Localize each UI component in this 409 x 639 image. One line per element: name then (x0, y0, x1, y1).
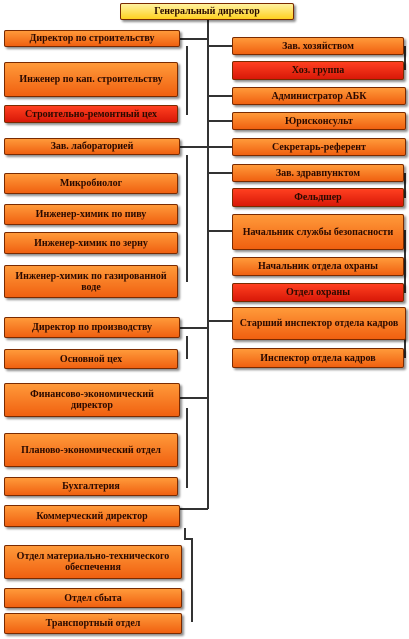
connector-production (179, 327, 208, 329)
connector-construction (179, 38, 208, 40)
connector-medical-sub (404, 173, 406, 198)
secretary-box: Секретарь-референт (232, 138, 406, 156)
connector-right-secretary (208, 146, 232, 148)
hr-inspector-box: Инспектор отдела кадров (232, 348, 404, 368)
connector-household-sub (404, 46, 406, 70)
microbiologist-box: Микробиолог (4, 173, 178, 194)
connector-commercial-elbow (184, 528, 186, 539)
repair-construction-shop-box: Строительно-ремонтный цех (4, 105, 178, 123)
connector-right-medical (208, 172, 232, 174)
finance-director-box: Финансово-экономический директор (4, 383, 180, 417)
connector-commercial-h (184, 538, 193, 540)
construction-director-box: Директор по строительству (4, 30, 180, 47)
general-director-box: Генеральный директор (120, 3, 294, 20)
chemist-grain-box: Инженер-химик по зерну (4, 232, 178, 254)
connector-production-sub (186, 336, 188, 359)
connector-commercial (179, 508, 208, 510)
connector-security-sub (404, 230, 406, 293)
connector-laboratory-sub (186, 155, 188, 282)
connector-finance (179, 397, 208, 399)
security-head-box: Начальник службы безопасности (232, 214, 404, 250)
sales-department-box: Отдел сбыта (4, 588, 182, 608)
connector-right-abk (208, 95, 232, 97)
connector-right-hr (208, 320, 232, 322)
connector-right-security (208, 230, 232, 232)
connector-construction-sub (186, 46, 188, 115)
head-household-box: Зав. хозяйством (232, 37, 404, 55)
hr-senior-box: Старший инспектор отдела кадров (232, 307, 406, 340)
guard-head-box: Начальник отдела охраны (232, 257, 404, 276)
household-group-box: Хоз. группа (232, 61, 404, 80)
abk-administrator-box: Администратор АБК (232, 87, 406, 105)
accounting-box: Бухгалтерия (4, 477, 178, 496)
paramedic-box: Фельдшер (232, 188, 404, 207)
connector-commercial-sub (191, 538, 193, 622)
chemist-water-box: Инженер-химик по газированной воде (4, 265, 178, 298)
connector-finance-sub (186, 408, 188, 488)
head-laboratory-box: Зав. лабораторией (4, 138, 180, 155)
connector-root-trunk (207, 19, 209, 509)
planning-department-box: Планово-экономический отдел (4, 433, 178, 467)
transport-department-box: Транспортный отдел (4, 613, 182, 634)
capital-construction-engineer-box: Инженер по кап. строительству (4, 62, 178, 97)
legal-counsel-box: Юрисконсульт (232, 112, 406, 130)
guard-department-box: Отдел охраны (232, 283, 404, 302)
commercial-director-box: Коммерческий директор (4, 505, 180, 527)
chemist-beer-box: Инженер-химик по пиву (4, 204, 178, 225)
connector-laboratory (179, 146, 208, 148)
mts-department-box: Отдел материально-технического обеспечен… (4, 545, 182, 579)
main-shop-box: Основной цех (4, 349, 178, 369)
production-director-box: Директор по производству (4, 317, 180, 338)
connector-right-legal (208, 120, 232, 122)
head-medical-box: Зав. здравпунктом (232, 164, 404, 182)
connector-hr-sub (404, 322, 406, 358)
connector-right-household (208, 45, 232, 47)
